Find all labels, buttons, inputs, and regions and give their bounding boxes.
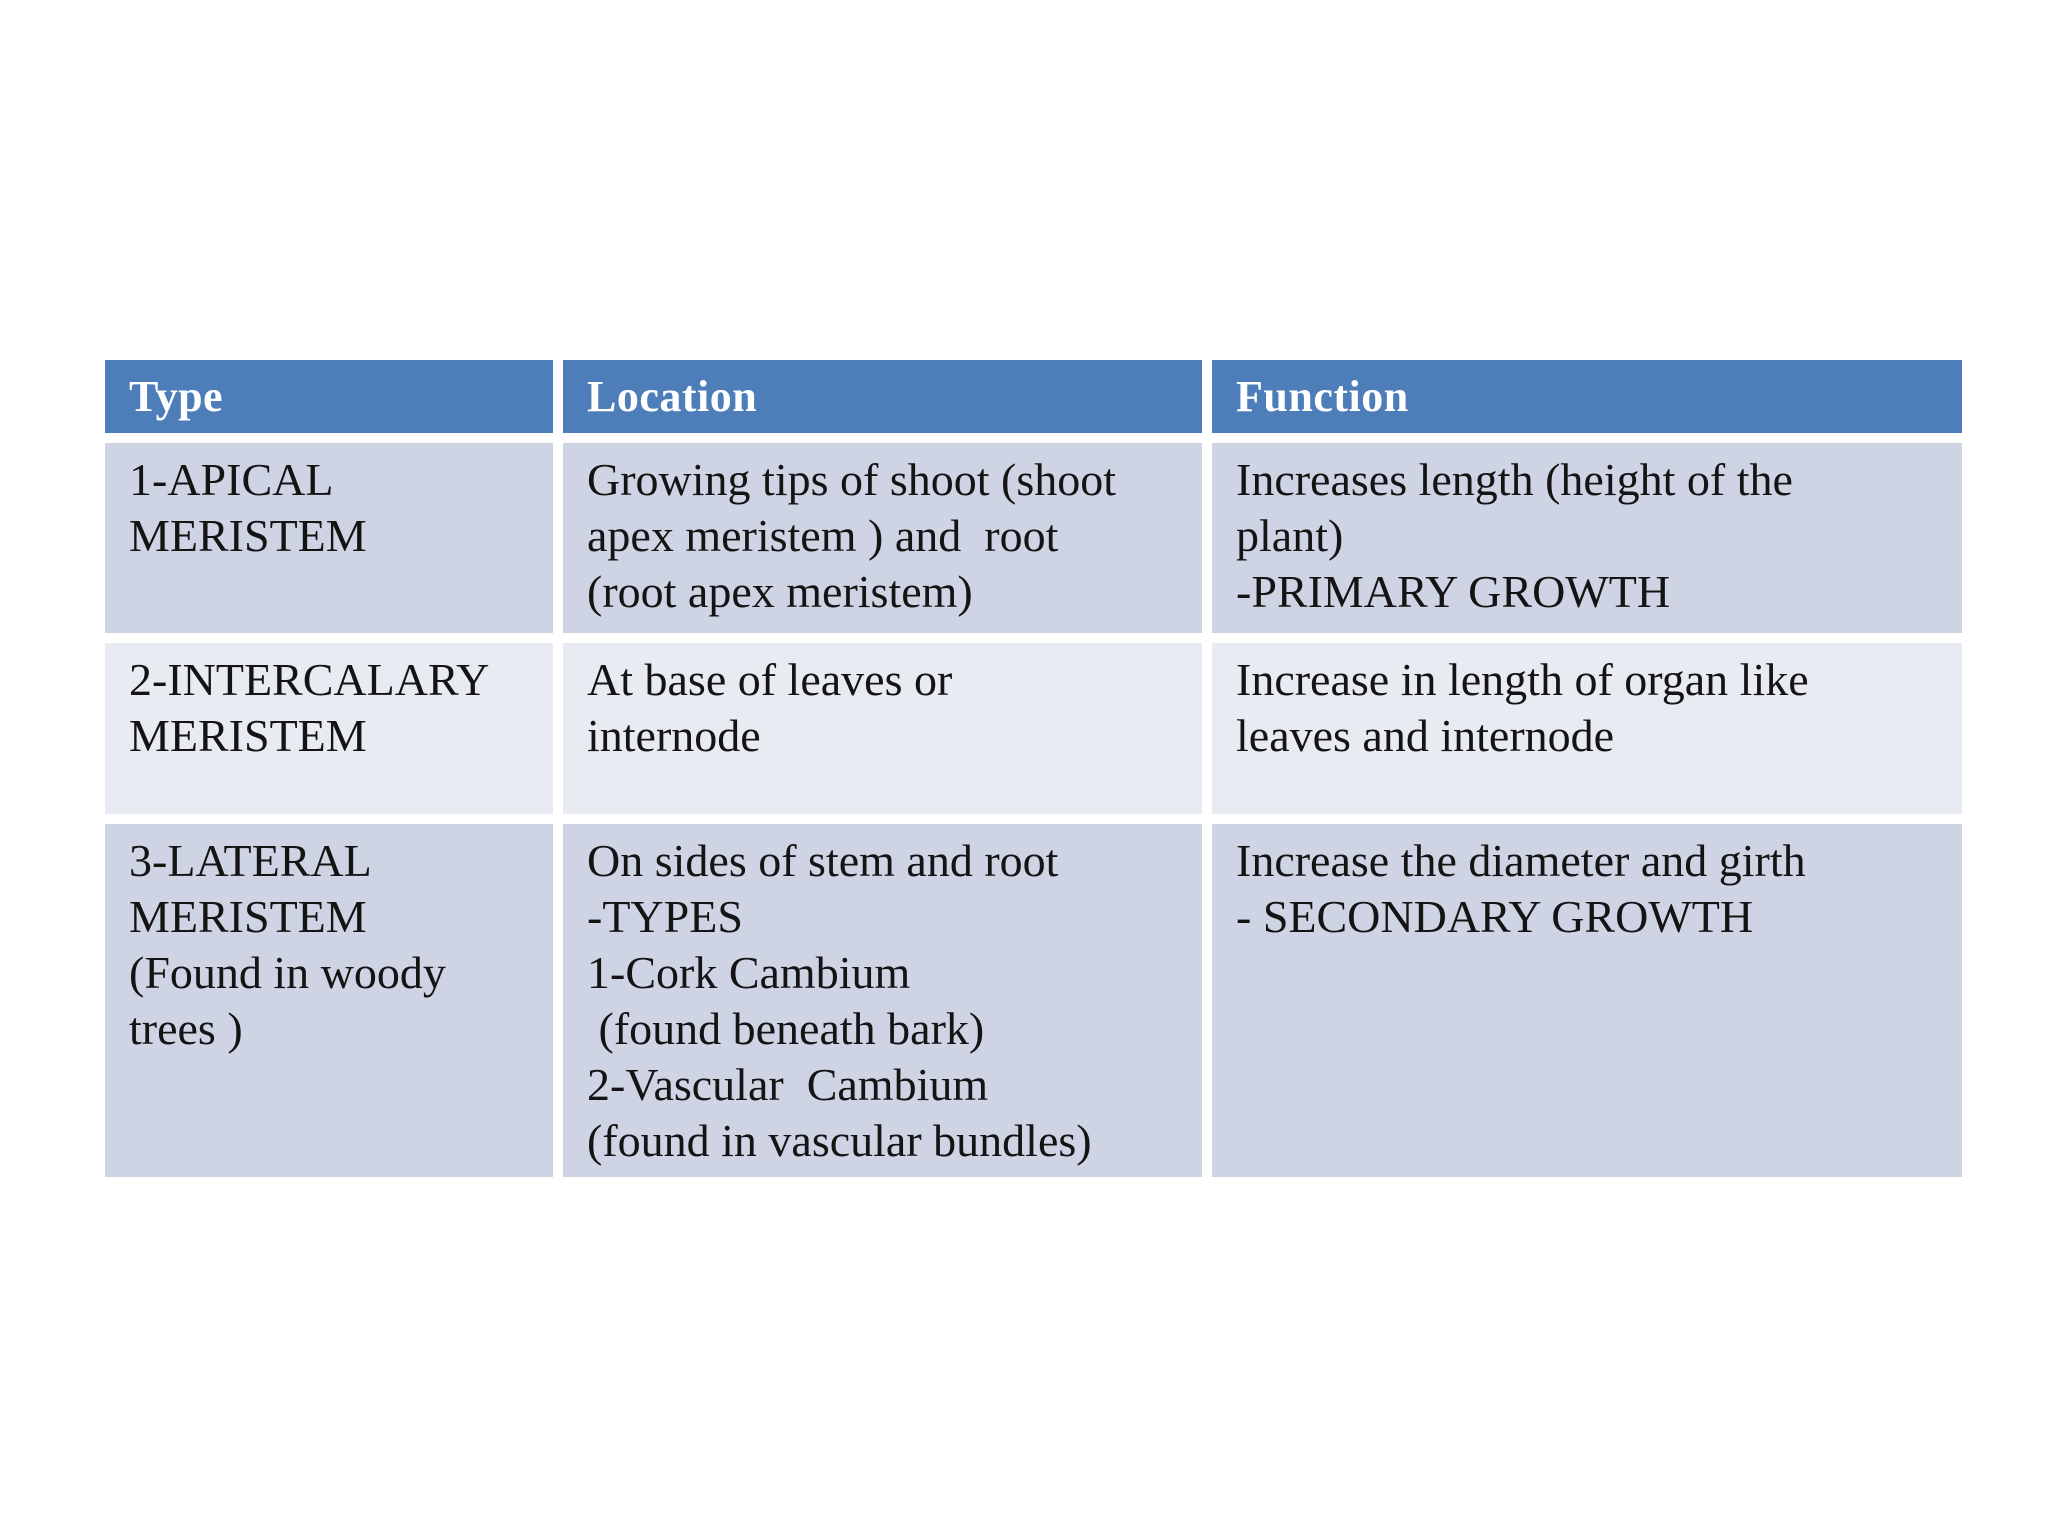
column-header-location: Location [563,360,1202,433]
cell-lateral-function: Increase the diameter and girth - SECOND… [1212,824,1962,1177]
cell-lateral-location: On sides of stem and root -TYPES 1-Cork … [563,824,1202,1177]
cell-apical-location: Growing tips of shoot (shoot apex merist… [563,443,1202,633]
cell-intercalary-location: At base of leaves or internode [563,643,1202,814]
meristem-table: Type Location Function 1-APICAL MERISTEM… [105,360,1962,1177]
cell-intercalary-type: 2-INTERCALARY MERISTEM [105,643,553,814]
cell-lateral-type: 3-LATERAL MERISTEM (Found in woody trees… [105,824,553,1177]
cell-apical-type: 1-APICAL MERISTEM [105,443,553,633]
column-header-type: Type [105,360,553,433]
column-header-function: Function [1212,360,1962,433]
cell-intercalary-function: Increase in length of organ like leaves … [1212,643,1962,814]
cell-apical-function: Increases length (height of the plant) -… [1212,443,1962,633]
